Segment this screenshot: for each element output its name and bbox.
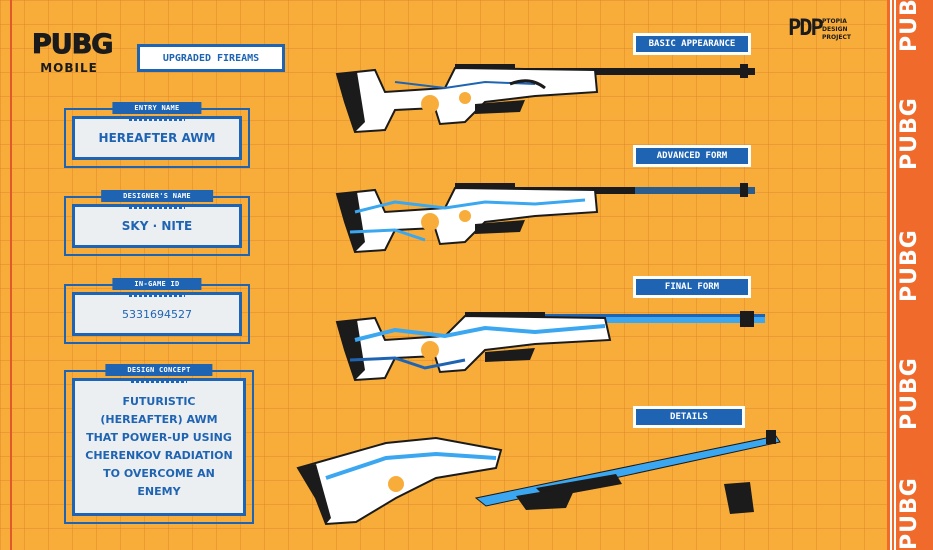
in-game-id-panel: 5331694527 IN-GAME ID <box>64 278 250 344</box>
rifle-final-illustration <box>335 311 765 382</box>
rifle-basic-illustration <box>335 64 755 134</box>
pdp-mark: PDP <box>788 16 824 41</box>
panel-dots <box>129 294 185 297</box>
design-concept-value: FUTURISTIC (HEREAFTER) AWM THAT POWER-UP… <box>72 378 246 516</box>
logo-word: PUBG <box>32 29 114 60</box>
in-game-id-value: 5331694527 <box>72 292 242 336</box>
strip-word: PUBG <box>897 0 922 52</box>
logo-subtitle: MOBILE <box>40 61 98 75</box>
strip-word: PUBG <box>897 97 922 171</box>
strip-line <box>890 0 892 550</box>
strip-word: PUBG <box>897 357 922 431</box>
panel-dots <box>131 380 187 383</box>
in-game-id-label: IN-GAME ID <box>112 278 202 290</box>
panel-dots <box>129 118 185 121</box>
pdp-line-3: PROJECT <box>822 34 851 41</box>
rifle-advanced-illustration <box>335 183 755 254</box>
strip-word: PUBG <box>897 229 922 303</box>
panel-dots <box>129 206 185 209</box>
pdp-line-2: DESIGN <box>822 26 848 33</box>
entry-name-label: ENTRY NAME <box>112 102 202 114</box>
pubg-mobile-logo: PUBG MOBILE <box>32 29 114 84</box>
design-concept-label: DESIGN CONCEPT <box>105 364 213 376</box>
strip-line <box>894 0 896 550</box>
designer-name-value: SKY · NITE <box>72 204 242 248</box>
details-tag: DETAILS <box>633 406 745 428</box>
entry-name-value: HEREAFTER AWM <box>72 116 242 160</box>
advanced-form-tag: ADVANCED FORM <box>633 145 751 167</box>
left-border-line <box>10 0 12 550</box>
designer-name-panel: SKY · NITE DESIGNER'S NAME <box>64 190 250 256</box>
rifle-details-illustration <box>296 430 781 526</box>
right-pubg-strip: PUBG PUBG PUBG PUBG PUBG <box>887 0 933 550</box>
pdp-line-1: PTOPIA <box>822 18 847 25</box>
ptopia-design-project-logo: PDP PTOPIA DESIGN PROJECT <box>788 16 866 46</box>
strip-word: PUBG <box>897 477 922 550</box>
entry-name-panel: HEREAFTER AWM ENTRY NAME <box>64 102 250 168</box>
pdp-text: PTOPIA DESIGN PROJECT <box>822 18 866 42</box>
final-form-tag: FINAL FORM <box>633 276 751 298</box>
upgraded-firearms-tag: UPGRADED FIREAMS <box>137 44 285 72</box>
basic-appearance-tag: BASIC APPEARANCE <box>633 33 751 55</box>
design-concept-panel: FUTURISTIC (HEREAFTER) AWM THAT POWER-UP… <box>64 364 254 524</box>
designer-name-label: DESIGNER'S NAME <box>101 190 213 202</box>
